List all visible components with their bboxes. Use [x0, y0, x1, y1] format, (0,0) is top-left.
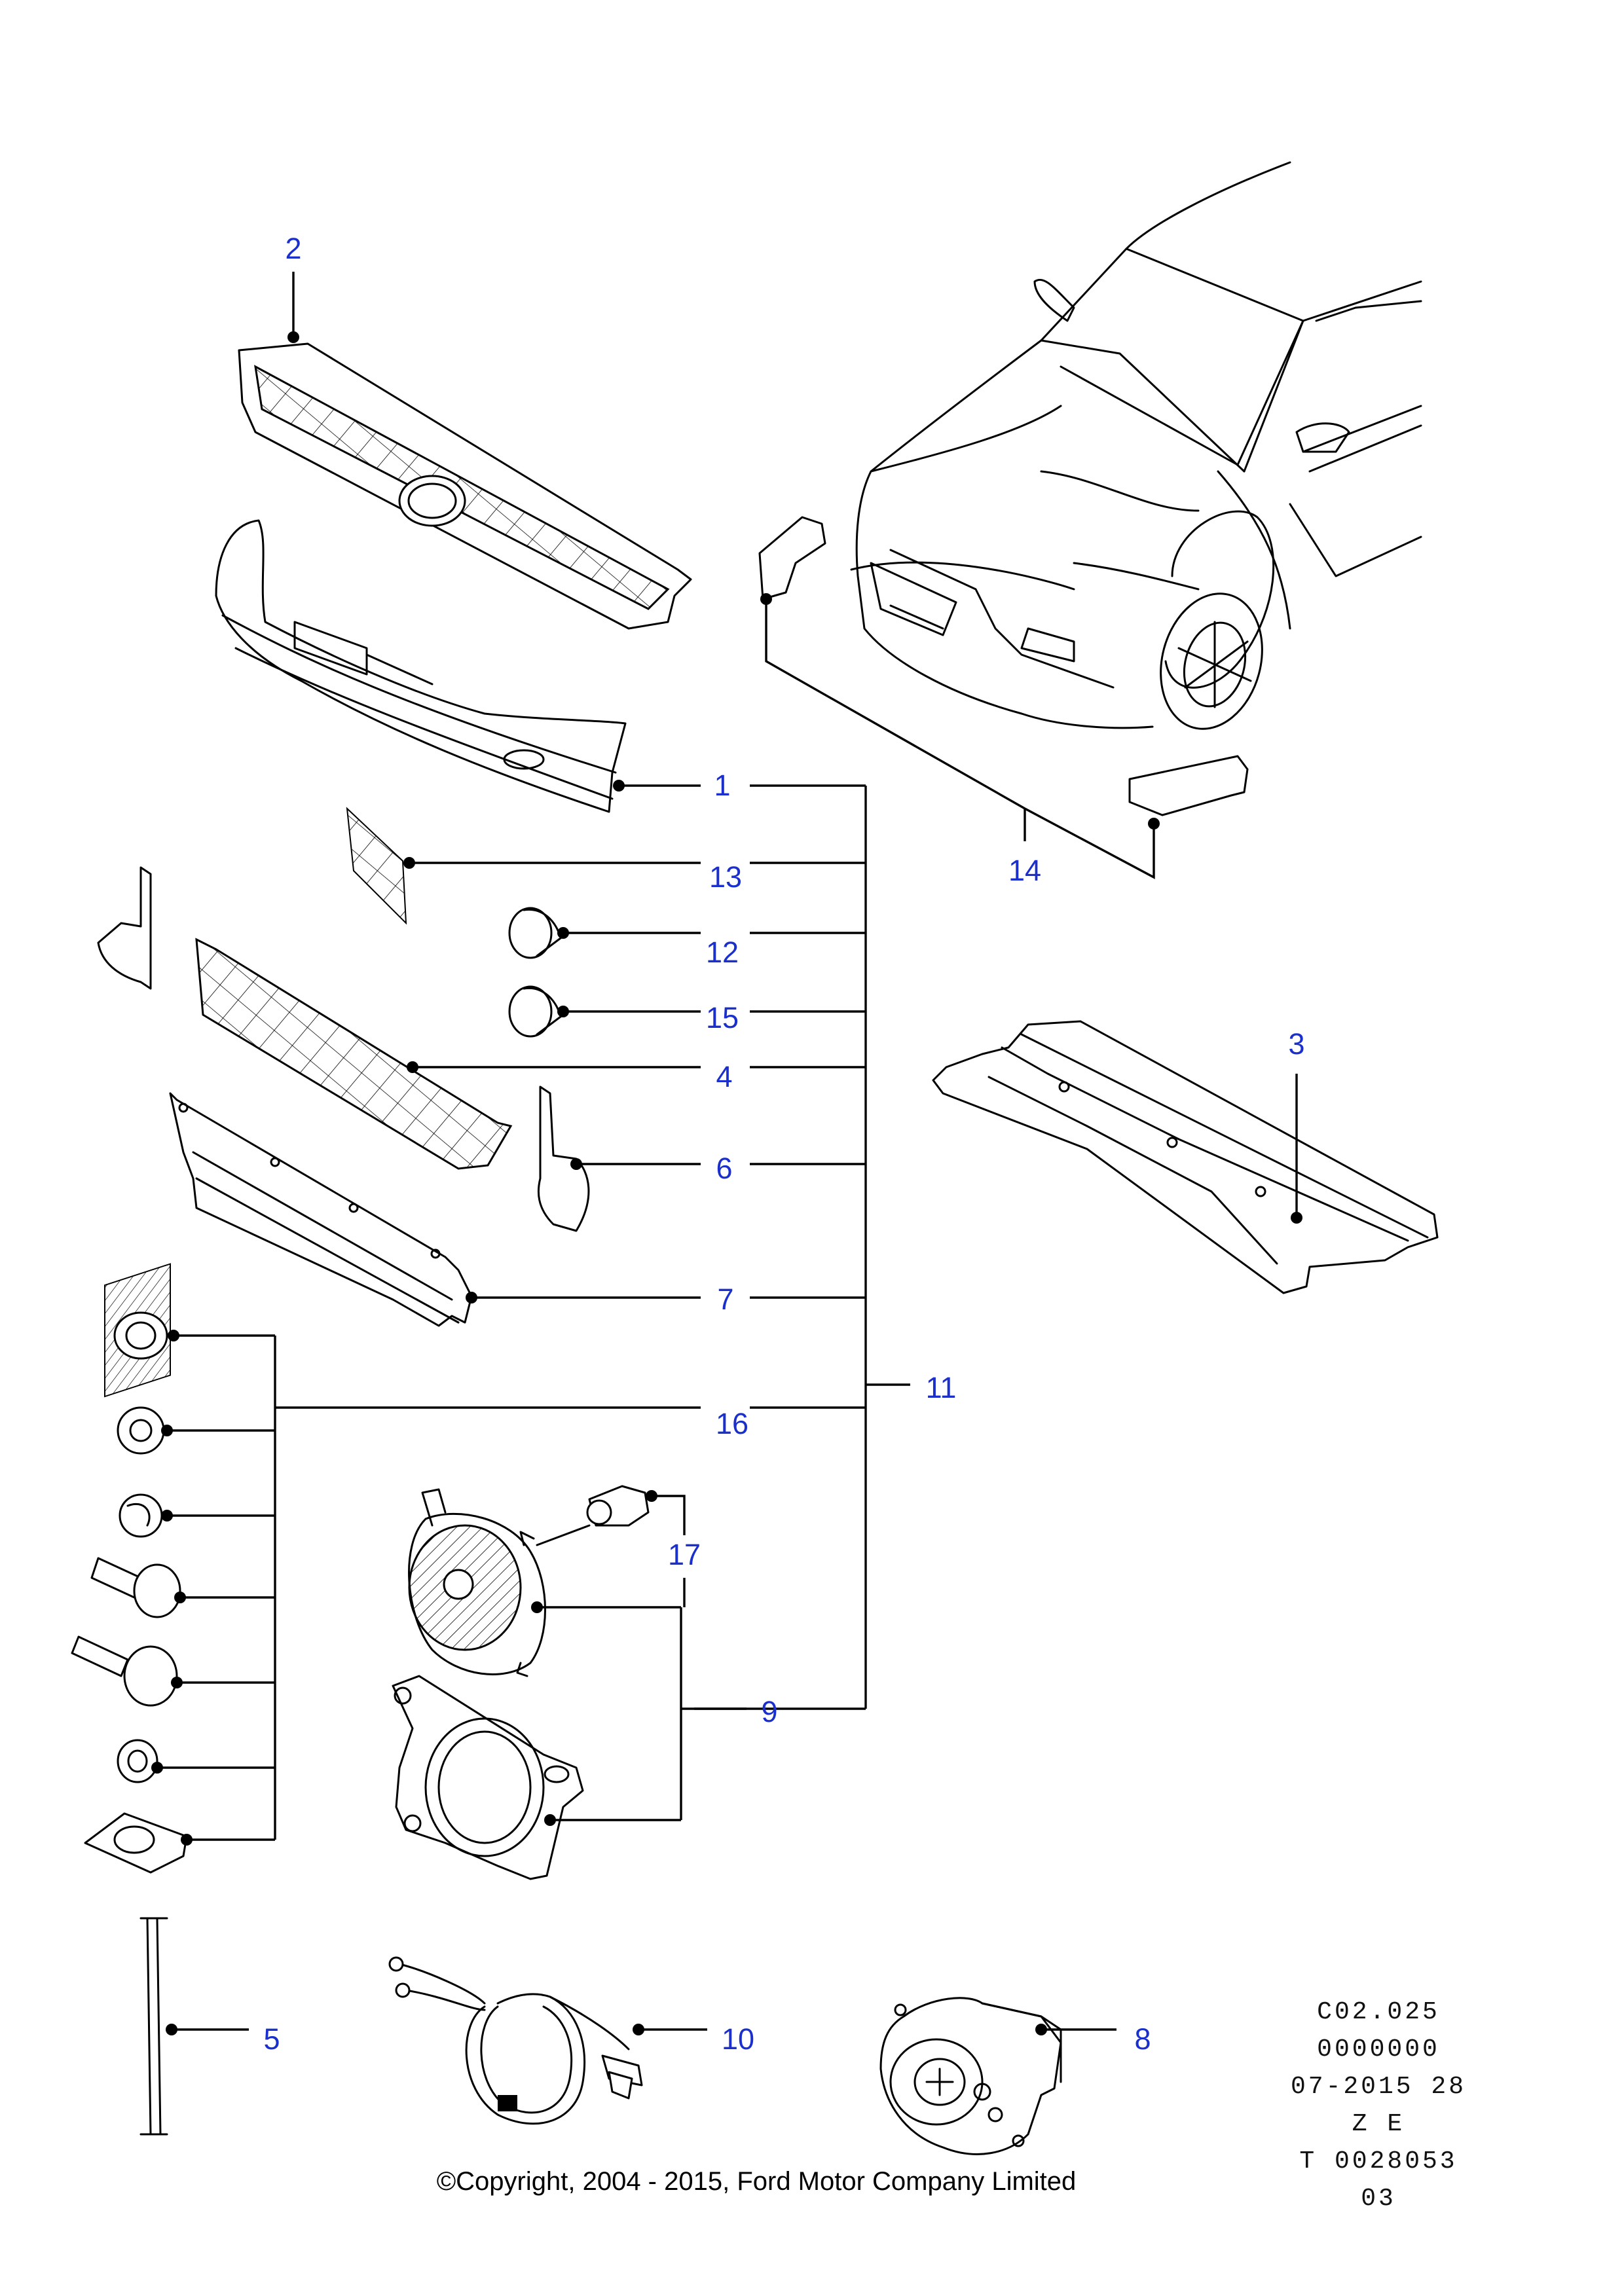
reference-line-5: T 0028053 03 [1299, 2147, 1458, 2213]
callout-7: 7 [717, 1283, 733, 1316]
left-trim-bracket [97, 866, 152, 990]
reference-line-3: 07-2015 28 [1290, 2073, 1467, 2101]
fog-lamp-bracket [392, 1675, 584, 1880]
copyright-notice: ©Copyright, 2004 - 2015, Ford Motor Comp… [436, 2167, 1077, 2196]
callout-10: 10 [722, 2022, 754, 2056]
front-bumper [215, 519, 627, 813]
fog-lamp [408, 1488, 546, 1677]
callout-15: 15 [706, 1001, 739, 1034]
callout-14: 14 [1008, 854, 1041, 887]
side-bracket [537, 1085, 590, 1232]
callout-5: 5 [263, 2022, 280, 2056]
callout-13: 13 [709, 860, 742, 894]
upper-grille [238, 342, 692, 630]
bulb [536, 1485, 650, 1546]
strip [139, 1917, 168, 2136]
callout-4: 4 [716, 1060, 732, 1093]
fastener-set [71, 1263, 188, 1874]
callout-1: 1 [714, 769, 730, 802]
reference-line-2: 0000000 [1317, 2035, 1440, 2064]
callout-16: 16 [716, 1407, 748, 1440]
wiring-harness [388, 1956, 643, 2125]
cap-12 [508, 907, 564, 959]
vehicle-illustration [850, 161, 1422, 730]
callout-9: 9 [761, 1695, 777, 1728]
callout-3: 3 [1288, 1027, 1304, 1061]
callout-17: 17 [668, 1538, 701, 1571]
arch-liner-lower [1128, 755, 1249, 816]
callout-2: 2 [285, 232, 301, 265]
arch-liner-upper [758, 516, 826, 600]
reference-line-1: C02.025 [1317, 1998, 1440, 2026]
reference-line-4: Z E [1352, 2110, 1405, 2138]
reference-block: C02.025 0000000 07-2015 28 Z E T 0028053… [1287, 1994, 1470, 2217]
cap-15 [508, 985, 564, 1038]
lower-grille [195, 938, 513, 1170]
leader-lines [151, 272, 1302, 2035]
light-switch [879, 1997, 1062, 2155]
callout-12: 12 [706, 936, 739, 969]
callout-8: 8 [1134, 2022, 1151, 2056]
air-deflector [169, 1092, 473, 1327]
callout-11: 11 [926, 1371, 957, 1404]
callout-labels: 2 1 13 12 15 4 6 7 16 11 9 17 3 14 5 10 … [263, 232, 1304, 2056]
callout-6: 6 [716, 1152, 732, 1185]
mesh-insert [346, 807, 407, 925]
undertray-shield [932, 1020, 1439, 1294]
